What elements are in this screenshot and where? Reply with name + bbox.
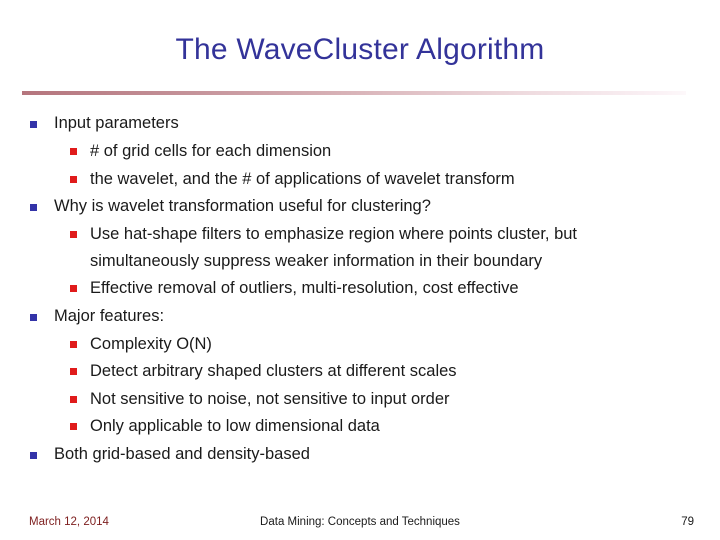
bullet-square-icon-level2 <box>70 148 77 155</box>
title-divider <box>22 91 686 95</box>
bullet-square-icon-level1 <box>30 313 37 321</box>
bullet-square-icon-level2 <box>70 423 77 430</box>
bullet-square-icon-level2 <box>70 231 77 238</box>
bullet-item: Only applicable to low dimensional data <box>0 413 720 440</box>
bullet-item: Effective removal of outliers, multi-res… <box>0 275 720 302</box>
footer-date: March 12, 2014 <box>29 516 109 528</box>
bullet-square-icon-level2 <box>70 285 77 292</box>
bullet-square-icon-level2 <box>70 175 77 183</box>
bullet-text: Major features: <box>54 306 165 325</box>
footer-title: Data Mining: Concepts and Techniques <box>260 516 460 528</box>
footer-page-number: 79 <box>681 516 694 528</box>
bullet-item: Major features: <box>0 303 720 330</box>
page-title: The WaveCluster Algorithm <box>175 33 545 66</box>
bullet-item: Both grid-based and density-based <box>0 441 720 468</box>
bullet-text: Complexity O(N) <box>90 334 212 353</box>
bullet-text: Use hat-shape filters to emphasize regio… <box>90 225 578 270</box>
bullet-list: Input parameters # of grid cells for each… <box>0 110 720 469</box>
bullet-square-icon-level1 <box>30 451 37 459</box>
bullet-text: Why is wavelet transformation useful for… <box>54 197 431 215</box>
bullet-text: the wavelet, and the # of applications o… <box>90 169 515 188</box>
bullet-item: Input parameters <box>0 110 720 137</box>
bullet-item: Use hat-shape filters to emphasize regio… <box>0 221 720 274</box>
bullet-item: the wavelet, and the # of applications o… <box>0 166 720 193</box>
bullet-text: Input parameters <box>54 114 179 132</box>
bullet-item: Not sensitive to noise, not sensitive to… <box>0 386 720 413</box>
bullet-text: # of grid cells for each dimension <box>90 142 332 160</box>
bullet-text: Both grid-based and density-based <box>54 444 310 463</box>
slide-footer: March 12, 2014 Data Mining: Concepts and… <box>0 515 720 535</box>
bullet-item: Why is wavelet transformation useful for… <box>0 193 720 220</box>
bullet-text: Detect arbitrary shaped clusters at diff… <box>90 362 457 380</box>
bullet-square-icon-level2 <box>70 340 77 348</box>
bullet-text: Only applicable to low dimensional data <box>90 417 380 435</box>
bullet-square-icon-level2 <box>70 368 77 375</box>
bullet-item: Complexity O(N) <box>0 331 720 358</box>
bullet-square-icon-level1 <box>30 121 37 128</box>
bullet-square-icon-level1 <box>30 204 37 211</box>
bullet-text: Not sensitive to noise, not sensitive to… <box>90 389 450 408</box>
bullet-square-icon-level2 <box>70 395 77 403</box>
bullet-text: Effective removal of outliers, multi-res… <box>90 279 519 297</box>
bullet-item: Detect arbitrary shaped clusters at diff… <box>0 358 720 385</box>
bullet-item: # of grid cells for each dimension <box>0 138 720 165</box>
